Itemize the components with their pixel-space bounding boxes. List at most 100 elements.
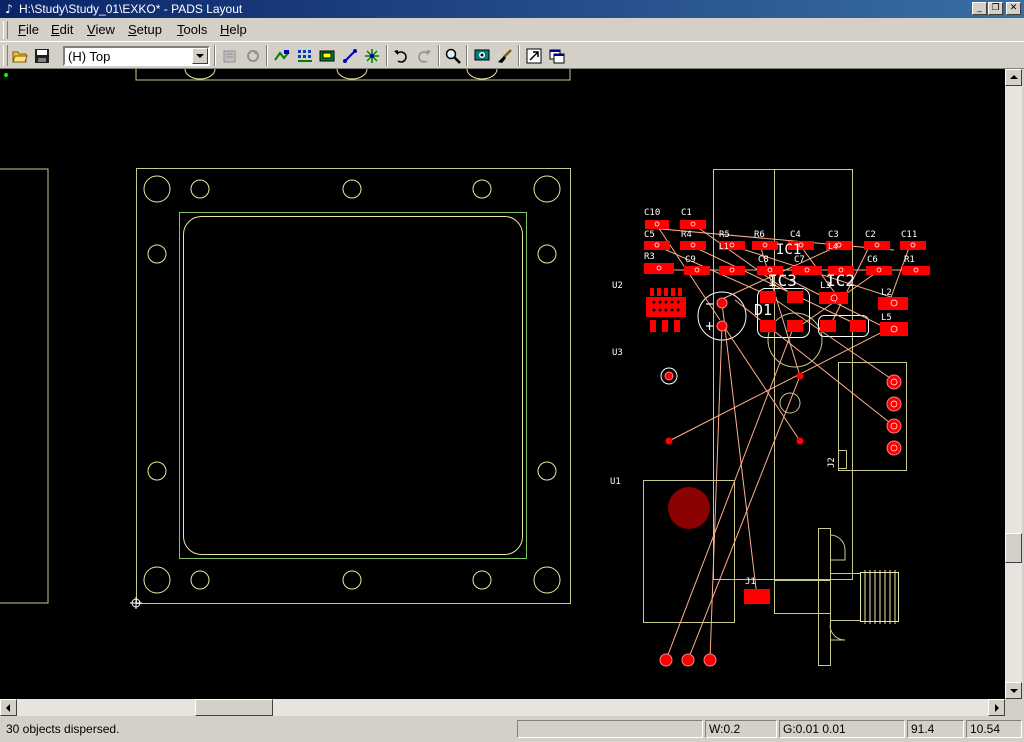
ref-u1: U1: [610, 477, 621, 487]
undo-icon[interactable]: [391, 46, 411, 66]
ref-c1: C1: [681, 208, 692, 218]
menu-setup[interactable]: Setup: [128, 22, 162, 37]
scroll-left-button[interactable]: [0, 699, 17, 716]
scroll-up-button[interactable]: [1005, 69, 1022, 86]
ref-ic2: IC2: [826, 271, 855, 290]
ref-u2: U2: [612, 281, 623, 291]
menu-help[interactable]: Help: [220, 22, 247, 37]
large-pad: [668, 487, 710, 529]
horizontal-scroll-thumb[interactable]: [195, 699, 273, 716]
board-icon[interactable]: [317, 46, 337, 66]
zoom-icon[interactable]: [443, 46, 463, 66]
ref-l4: L4: [828, 242, 838, 251]
ref-r4: R4: [681, 230, 692, 240]
ref-l2: L2: [881, 288, 892, 298]
draw-icon[interactable]: [340, 46, 360, 66]
horizontal-scrollbar[interactable]: [0, 699, 1005, 716]
pcb-drawing[interactable]: C10 C1 C5 R4 R5 R6 C4 C3 C2 C11 R3 C9 C8…: [0, 69, 1005, 699]
ref-r1: R1: [904, 255, 915, 265]
cycle-icon[interactable]: [243, 46, 263, 66]
ref-c11: C11: [901, 230, 917, 240]
layer-select[interactable]: (H) Top: [63, 46, 210, 66]
status-bar: 30 objects dispersed. W:0.2 G:0.01 0.01 …: [0, 716, 1024, 742]
smd-pad-centers: [654, 221, 919, 333]
pads-app-icon[interactable]: ♪: [5, 2, 13, 16]
toolbar-separator: [214, 45, 216, 66]
redo-icon[interactable]: [414, 46, 434, 66]
ref-j2: J2: [827, 457, 837, 468]
status-x-coordinate: 91.4: [907, 720, 964, 738]
open-icon[interactable]: [10, 46, 30, 66]
ref-ic3: IC3: [768, 271, 797, 290]
ref-c2: C2: [865, 230, 876, 240]
vertical-scrollbar[interactable]: [1005, 69, 1022, 699]
toolbar-separator: [518, 45, 520, 66]
scroll-down-button[interactable]: [1005, 682, 1022, 699]
ref-c8: C8: [758, 255, 769, 265]
window-icon[interactable]: [547, 46, 567, 66]
through-hole-pads: [659, 297, 902, 667]
ref-r6: R6: [754, 230, 765, 240]
status-panel-empty: [517, 720, 703, 738]
pour-icon[interactable]: [295, 46, 315, 66]
origin-crosshair: [130, 597, 142, 609]
u2-pads: [646, 288, 686, 332]
minimize-button[interactable]: _: [972, 2, 987, 15]
menu-edit[interactable]: Edit: [51, 22, 74, 37]
ref-j1: J1: [745, 577, 756, 587]
ref-u3: U3: [612, 348, 623, 358]
menu-bar: File Edit View Setup Tools Help: [0, 18, 1024, 42]
ref-l3: L3: [820, 281, 831, 291]
menu-tools[interactable]: Tools: [177, 22, 208, 37]
ref-c10: C10: [644, 208, 660, 218]
sma-connector-thread: [860, 570, 899, 624]
top-partial-holes: [184, 69, 498, 80]
window-title: H:\Study\Study_01\EXKO* - PADS Layout: [19, 2, 243, 16]
left-partial-board: [0, 168, 49, 604]
connect-icon[interactable]: [362, 46, 382, 66]
chevron-down-icon[interactable]: [192, 48, 208, 64]
smd-pads: [644, 220, 930, 604]
small-vias: [665, 372, 804, 445]
restore-button[interactable]: ❐: [988, 2, 1003, 15]
status-grid: G:0.01 0.01: [779, 720, 905, 738]
status-y-coordinate: 10.54: [966, 720, 1022, 738]
ref-c3: C3: [828, 230, 839, 240]
toolbar-separator: [438, 45, 440, 66]
export-icon[interactable]: [524, 46, 544, 66]
top-partial-board: [135, 69, 571, 81]
pcb-board-outline: [643, 169, 907, 666]
status-message: 30 objects dispersed.: [6, 722, 120, 736]
ref-d1: D1: [754, 301, 772, 319]
save-icon[interactable]: [32, 46, 52, 66]
ref-c7: C7: [794, 255, 805, 265]
toolbar-grip[interactable]: [3, 45, 8, 66]
ref-r5: R5: [719, 230, 730, 240]
close-button[interactable]: ✕: [1006, 2, 1021, 15]
ref-c6: C6: [867, 255, 878, 265]
frame-board-outline: [136, 168, 571, 604]
window-edge: [1022, 69, 1024, 699]
ref-l5: L5: [881, 313, 892, 323]
ref-l1: L1: [719, 242, 729, 251]
properties-icon[interactable]: [220, 46, 240, 66]
ref-c4: C4: [790, 230, 801, 240]
menu-grip[interactable]: [3, 21, 8, 39]
vertical-scroll-thumb[interactable]: [1005, 533, 1022, 563]
brush-icon[interactable]: [495, 46, 515, 66]
ref-c9: C9: [685, 255, 696, 265]
frame-mounting-holes: [143, 175, 561, 594]
route-icon[interactable]: [272, 46, 292, 66]
toolbar: (H) Top: [0, 42, 1024, 69]
through-hole-centers: [890, 378, 898, 452]
menu-file[interactable]: File: [18, 22, 39, 37]
pcb-canvas[interactable]: C10 C1 C5 R4 R5 R6 C4 C3 C2 C11 R3 C9 C8…: [0, 69, 1005, 699]
status-width: W:0.2: [705, 720, 777, 738]
scroll-right-button[interactable]: [988, 699, 1005, 716]
toolbar-separator: [266, 45, 268, 66]
origin-marker: [4, 73, 8, 77]
title-bar: ♪ H:\Study\Study_01\EXKO* - PADS Layout …: [0, 0, 1024, 18]
menu-view[interactable]: View: [87, 22, 115, 37]
view-icon[interactable]: [472, 46, 492, 66]
ref-ic1: IC1: [776, 242, 801, 258]
